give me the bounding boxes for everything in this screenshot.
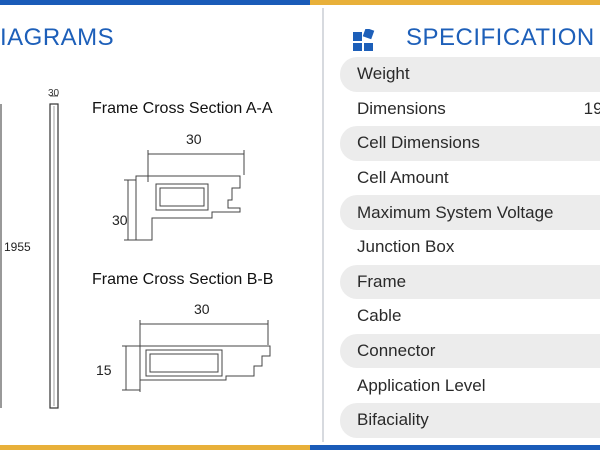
spec-row-junction-box: Junction Box: [340, 230, 600, 265]
spec-label: Cell Dimensions: [357, 133, 480, 153]
spec-label: Bifaciality: [357, 410, 429, 430]
spec-row-connector: Connector: [340, 333, 600, 369]
top-stripe-blue: [0, 0, 310, 5]
spec-row-frame: Frame: [340, 264, 600, 300]
section-a-title: Frame Cross Section A-A: [92, 100, 273, 117]
bottom-stripe-blue: [310, 445, 600, 450]
spec-row-cable: Cable 4: [340, 299, 600, 334]
spec-label: Weight: [357, 64, 410, 84]
diagrams-heading: IAGRAMS: [0, 24, 115, 51]
spec-row-application-level: Application Level: [340, 368, 600, 403]
grid-squares-icon: [353, 29, 375, 51]
spec-label: Frame: [357, 271, 407, 291]
top-stripe-gold: [310, 0, 600, 5]
panel-thickness-label: 30: [48, 88, 60, 99]
panel-height-label: 1955: [4, 240, 31, 254]
section-b-width-label: 30: [194, 301, 210, 317]
spec-row-cell-dimensions: Cell Dimensions: [340, 126, 600, 161]
section-a-height-label: 30: [112, 212, 128, 228]
spec-row-weight: Weight: [340, 57, 600, 92]
spec-row-max-system-voltage: Maximum System Voltage: [340, 195, 600, 230]
bottom-stripe-gold: [0, 445, 310, 450]
specifications-heading: SPECIFICATION: [406, 24, 595, 51]
section-b-height-label: 15: [96, 362, 112, 378]
section-divider: [322, 8, 324, 442]
section-a-width-label: 30: [186, 131, 202, 147]
spec-label: Connector: [357, 341, 436, 361]
spec-label: Cell Amount: [357, 168, 449, 188]
spec-label: Junction Box: [357, 237, 455, 257]
specification-table: Weight Dimensions 195 Cell Dimensions Ce…: [340, 57, 600, 438]
frame-diagram-drawing: [0, 95, 271, 409]
spec-label: Maximum System Voltage: [357, 202, 554, 222]
spec-label: Dimensions: [357, 98, 446, 118]
spec-label: Application Level: [357, 375, 486, 395]
spec-value: 195: [583, 98, 600, 118]
spec-row-bifaciality: Bifaciality: [340, 402, 600, 438]
spec-row-dimensions: Dimensions 195: [340, 92, 600, 127]
spec-row-cell-amount: Cell Amount: [340, 161, 600, 196]
spec-label: Cable: [357, 306, 402, 326]
section-b-title: Frame Cross Section B-B: [92, 271, 274, 288]
